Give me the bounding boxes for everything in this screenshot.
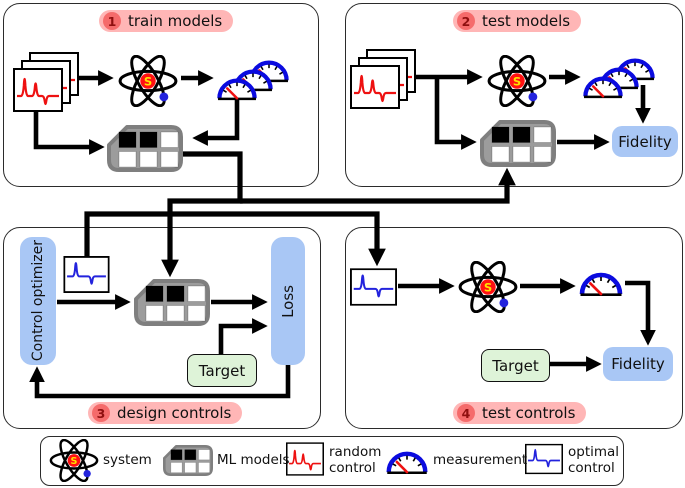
legend-optimal-line2: control [568, 460, 615, 476]
random-control-icon [13, 68, 63, 112]
legend-random-control-label: random control [329, 444, 381, 476]
title-train-models: 1 train models [99, 10, 234, 32]
panel-title-2: test models [482, 12, 571, 30]
panel-test-controls [345, 227, 683, 429]
legend-measurement-icon [385, 449, 429, 475]
fidelity-box: Fidelity [612, 126, 678, 157]
fidelity-label: Fidelity [611, 355, 665, 373]
legend-box [40, 436, 624, 486]
target-box: Target [187, 354, 257, 387]
legend-system-label: system [103, 452, 152, 468]
measurement-gauge-icon [582, 74, 624, 99]
loss-box: Loss [271, 237, 305, 365]
panel-number-4: 4 [457, 404, 475, 422]
target-label: Target [492, 356, 539, 375]
random-control-icon [350, 65, 400, 109]
legend-ml-models-label: ML models [217, 452, 290, 468]
panel-test-models [345, 3, 683, 187]
title-test-controls: 4 test controls [453, 402, 587, 424]
target-label: Target [198, 361, 246, 380]
panel-design-controls [3, 227, 321, 429]
optimal-control-icon [350, 267, 397, 307]
title-design-controls: 3 design controls [88, 402, 243, 424]
legend-random-line2: control [329, 460, 376, 476]
legend-random-line1: random [329, 444, 382, 460]
panel-number-1: 1 [103, 12, 121, 30]
fidelity-label: Fidelity [618, 132, 672, 151]
legend-ml-models-icon [163, 445, 213, 476]
panel-title-1: train models [128, 12, 223, 30]
panel-title-4: test controls [482, 404, 576, 422]
legend-system-icon [48, 439, 100, 482]
system-icon [486, 55, 548, 107]
ml-models-icon [134, 279, 210, 326]
loss-label: Loss [279, 284, 297, 318]
panel-title-3: design controls [117, 404, 232, 422]
legend-optimal-control-label: optimal control [568, 444, 619, 476]
system-icon [457, 261, 519, 313]
panel-number-2: 2 [457, 12, 475, 30]
panel-number-3: 3 [92, 404, 110, 422]
legend-optimal-control-icon [525, 442, 563, 476]
panel-train-models [3, 3, 319, 187]
legend-measurement-label: measurement [433, 452, 528, 468]
ml-models-icon [480, 120, 556, 167]
target-box: Target [481, 349, 550, 382]
control-optimizer-label: Control optimizer [30, 240, 46, 362]
control-optimizer-box: Control optimizer [20, 237, 56, 365]
legend-optimal-line1: optimal [568, 444, 620, 460]
title-test-models: 2 test models [453, 10, 582, 32]
measurement-gauge-icon [216, 76, 258, 101]
legend-random-control-icon [286, 442, 324, 476]
measurement-gauge-icon [578, 270, 624, 297]
system-icon [117, 55, 179, 107]
optimal-control-icon [63, 256, 110, 293]
fidelity-box: Fidelity [603, 347, 673, 381]
ml-models-icon [107, 125, 183, 172]
